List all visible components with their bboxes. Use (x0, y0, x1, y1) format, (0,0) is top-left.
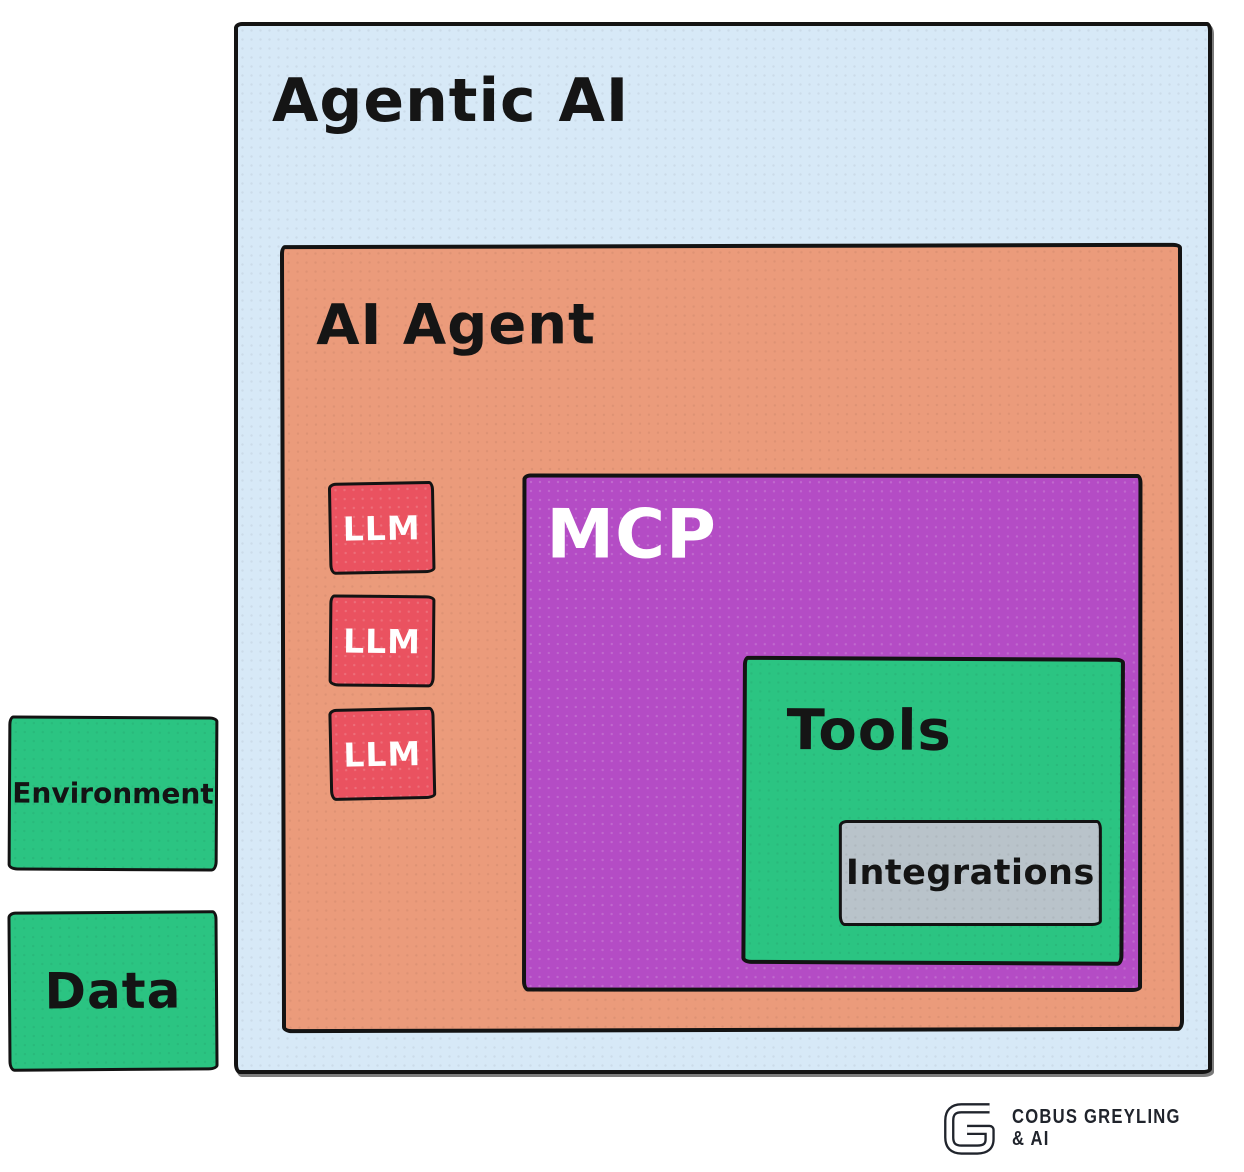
llm-box: LLM (327, 480, 436, 575)
branding: COBUS GREYLING & AI (938, 1098, 1215, 1158)
g-monogram-icon (938, 1098, 998, 1158)
llm-box: LLM (328, 706, 437, 802)
tools-box: Tools Integrations (741, 655, 1125, 966)
llm-label: LLM (342, 733, 422, 775)
llm-box: LLM (328, 594, 436, 688)
ai-agent-box: AI Agent LLM LLM LLM MCP Tools Integrati… (279, 242, 1185, 1034)
environment-label: Environment (12, 776, 214, 811)
agentic-ai-box: Agentic AI AI Agent LLM LLM LLM MCP Tool… (234, 22, 1212, 1074)
agentic-ai-label: Agentic AI (272, 66, 630, 136)
data-label: Data (44, 961, 182, 1021)
brand-text: COBUS GREYLING & AI (1012, 1106, 1181, 1151)
integrations-label: Integrations (845, 853, 1095, 894)
environment-box: Environment (7, 715, 219, 872)
llm-label: LLM (342, 621, 422, 661)
brand-line2: & AI (1012, 1128, 1050, 1150)
mcp-box: MCP Tools Integrations (522, 473, 1143, 993)
tools-label: Tools (786, 698, 953, 764)
ai-agent-label: AI Agent (316, 292, 596, 359)
data-box: Data (7, 910, 219, 1072)
llm-label: LLM (342, 507, 422, 549)
integrations-box: Integrations (838, 820, 1102, 927)
brand-line1: COBUS GREYLING (1012, 1105, 1181, 1128)
mcp-label: MCP (546, 495, 717, 575)
